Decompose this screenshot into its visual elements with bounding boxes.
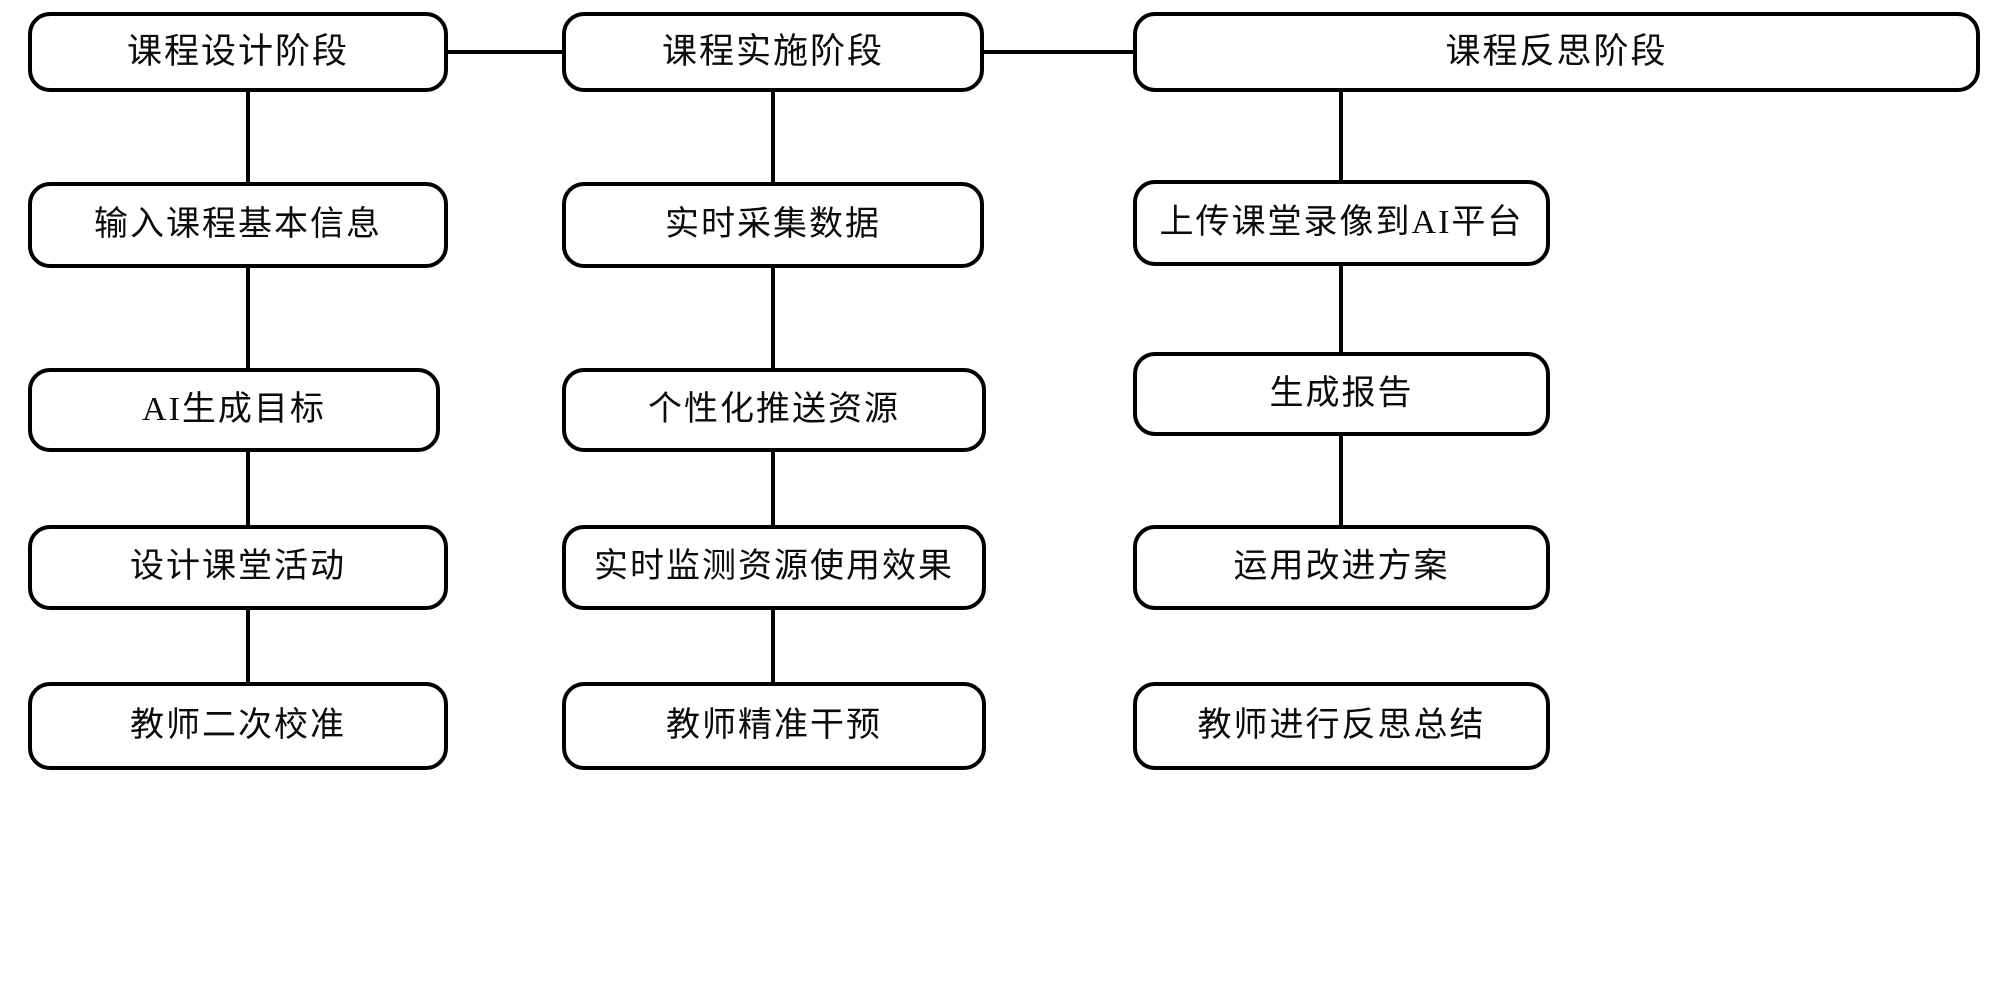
connector-implement-header-to-step1 <box>771 90 775 184</box>
connector-header-design-to-implement <box>446 50 566 54</box>
connector-header-implement-to-reflect <box>982 50 1136 54</box>
connector-design-step3-to-step4 <box>246 608 250 684</box>
step-design-ai-generate-goals[interactable]: AI生成目标 <box>28 368 440 452</box>
connector-reflect-header-to-step1 <box>1339 90 1343 184</box>
step-reflect-generate-report[interactable]: 生成报告 <box>1133 352 1550 436</box>
connector-implement-step2-to-step3 <box>771 450 775 527</box>
step-reflect-apply-improvement-plan[interactable]: 运用改进方案 <box>1133 525 1550 610</box>
stage-header-reflect[interactable]: 课程反思阶段 <box>1133 12 1980 92</box>
step-design-teacher-recalibration[interactable]: 教师二次校准 <box>28 682 448 770</box>
step-reflect-teacher-summary[interactable]: 教师进行反思总结 <box>1133 682 1550 770</box>
stage-header-implement[interactable]: 课程实施阶段 <box>562 12 984 92</box>
step-reflect-upload-recording-to-ai-platform[interactable]: 上传课堂录像到AI平台 <box>1133 180 1550 266</box>
connector-implement-step1-to-step2 <box>771 266 775 370</box>
step-implement-monitor-resource-effect[interactable]: 实时监测资源使用效果 <box>562 525 986 610</box>
step-design-input-course-info[interactable]: 输入课程基本信息 <box>28 182 448 268</box>
connector-design-step1-to-step2 <box>246 266 250 370</box>
connector-design-step2-to-step3 <box>246 450 250 527</box>
connector-reflect-step1-to-step2 <box>1339 264 1343 370</box>
step-implement-realtime-data-collection[interactable]: 实时采集数据 <box>562 182 984 268</box>
stage-header-design[interactable]: 课程设计阶段 <box>28 12 448 92</box>
step-implement-personalized-resource-push[interactable]: 个性化推送资源 <box>562 368 986 452</box>
step-implement-teacher-precise-intervention[interactable]: 教师精准干预 <box>562 682 986 770</box>
connector-implement-step3-to-step4 <box>771 608 775 684</box>
connector-reflect-step2-to-step3 <box>1339 434 1343 527</box>
connector-design-header-to-step1 <box>246 90 250 184</box>
step-design-classroom-activities[interactable]: 设计课堂活动 <box>28 525 448 610</box>
